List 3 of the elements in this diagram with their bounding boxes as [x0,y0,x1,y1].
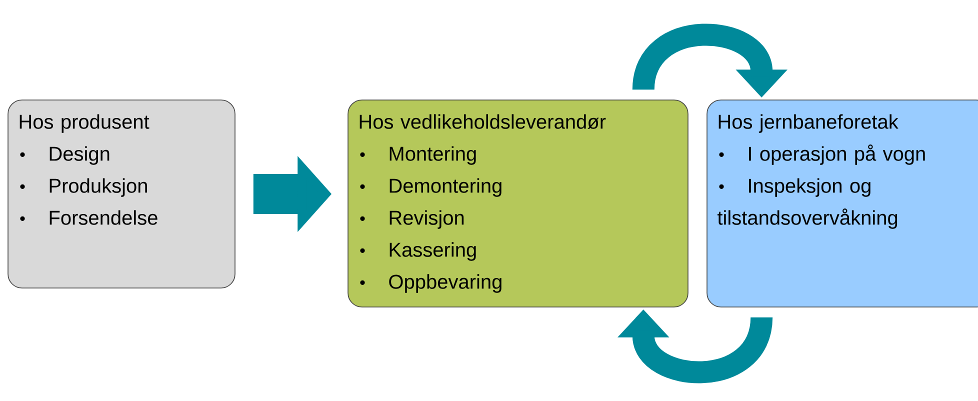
process-box: Hos vedlikeholdsleverandør Montering Demontering Revisjon Kassering Oppbevaring [348,100,688,308]
process-box: Hos jernbaneforetak I operasjon på vogn Inspeksjon og tilstandsovervåkning [706,100,978,308]
process-box: Hos produsent Design Produksjon Forsendelse [8,100,236,288]
